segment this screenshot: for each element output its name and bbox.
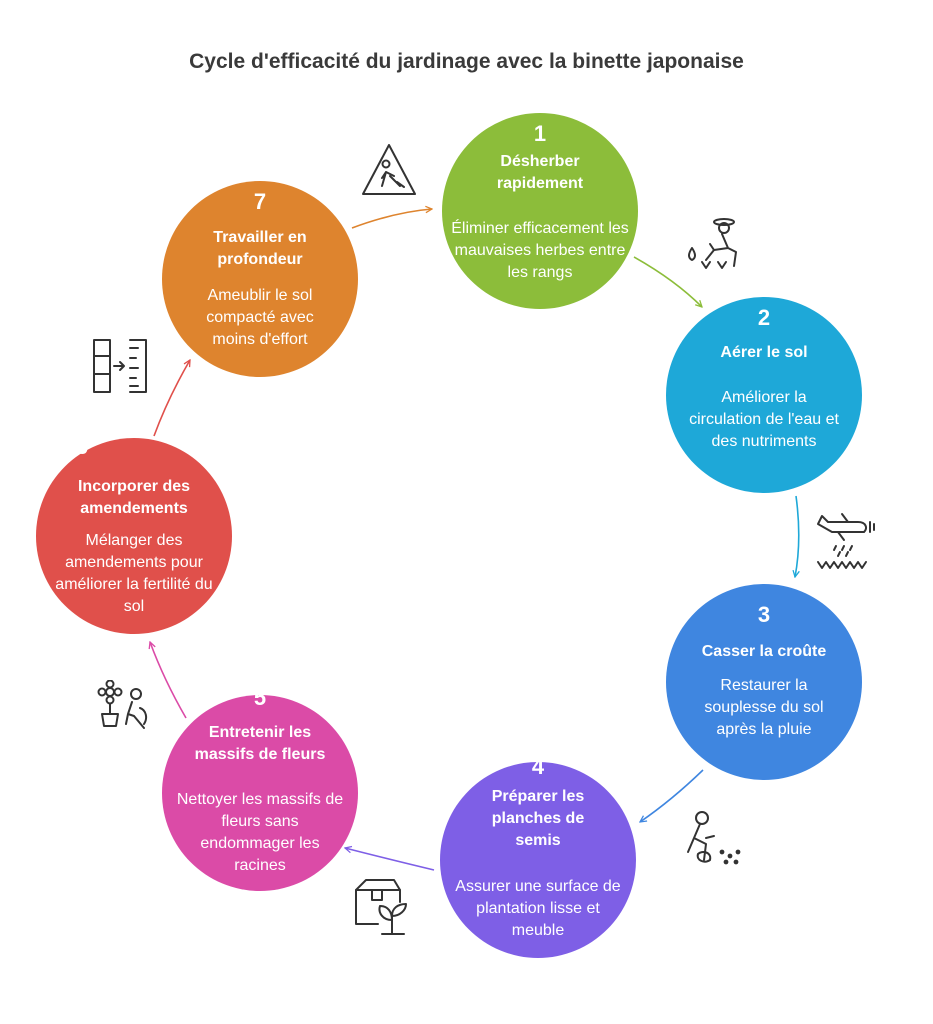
arrow-5-to-6 [150,642,187,719]
step-number: 5 [253,685,267,710]
step-description: Éliminer efficacement les mauvaises herb… [451,220,629,281]
step-3-circle: 3 Casser la croûte Restaurer la soupless… [666,584,862,780]
step-7-circle: 7 Travailler en profondeur Ameublir le s… [162,181,358,377]
step-number: 3 [757,602,771,627]
step-number: 6 [75,434,89,459]
step-description: Assurer une surface de plantation lisse … [455,878,621,939]
warning-digging-icon [360,142,418,198]
arrow-6-to-7 [153,360,190,437]
arrow-4-to-5 [345,848,435,871]
step-number: 1 [533,121,547,146]
step-title: Aérer le sol [720,344,808,361]
arrow-7-to-1 [351,209,432,229]
step-number: 4 [531,754,545,779]
step-number: 7 [253,189,267,214]
step-title: Travailler en profondeur [213,229,307,268]
arrow-1-to-2 [633,256,702,307]
step-4-circle: 4 Préparer les planches de semis Assurer… [440,754,636,958]
arrow-2-to-3 [795,495,799,577]
step-description: Mélanger des amendements pour améliorer … [55,532,213,615]
step-title: Casser la croûte [701,643,827,660]
gardener-sowing-icon [684,808,746,870]
step-1-circle: 1 Désherber rapidement Éliminer efficace… [442,113,638,309]
step-6-circle: 6 Incorporer des amendements Mélanger de… [36,434,232,634]
step-description: Restaurer la souplesse du sol après la p… [704,677,824,738]
step-description: Améliorer la circulation de l'eau et des… [689,389,839,450]
gardener-weeding-icon [684,214,744,276]
step-number: 2 [757,305,771,330]
flower-pot-gardener-icon [96,680,156,732]
step-title: Préparer les planches de semis [491,788,585,849]
step-description: Ameublir le sol compacté avec moins d'ef… [206,287,314,348]
arrow-3-to-4 [640,769,704,822]
box-seedling-icon [352,876,414,938]
step-5-circle: 5 Entretenir les massifs de fleurs Netto… [162,685,358,891]
step-description: Nettoyer les massifs de fleurs sans endo… [176,791,344,874]
step-2-circle: 2 Aérer le sol Améliorer la circulation … [666,297,862,493]
step-title: Incorporer des amendements [77,478,191,517]
step-title: Entretenir les massifs de fleurs [194,724,326,763]
page-title: Cycle d'efficacité du jardinage avec la … [189,50,744,73]
step-title: Désherber rapidement [496,153,584,192]
crop-duster-plane-icon [814,510,876,570]
layered-blocks-measure-icon [90,336,150,396]
